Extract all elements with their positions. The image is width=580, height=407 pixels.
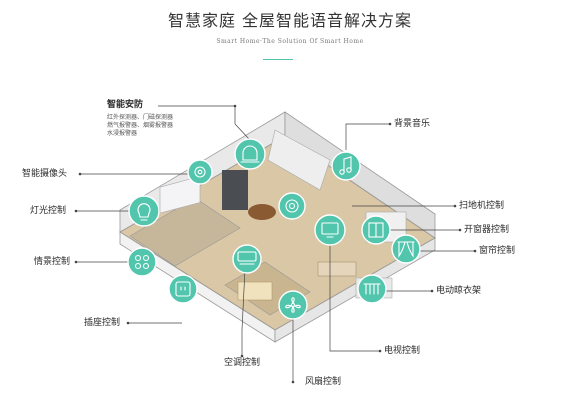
security-detail-line: 红外探测器、门磁探测器 bbox=[107, 114, 174, 121]
house-front-wall-right bbox=[274, 237, 436, 343]
bed bbox=[159, 176, 201, 214]
security-icon bbox=[234, 138, 266, 170]
fan-icon bbox=[278, 290, 308, 320]
dining-table bbox=[248, 204, 276, 220]
light-icon bbox=[128, 195, 160, 227]
scene-icon bbox=[127, 247, 157, 277]
leader-music bbox=[345, 123, 390, 150]
socket-icon bbox=[168, 274, 198, 304]
label-hanger: 电动晾衣架 bbox=[436, 286, 482, 296]
label-fan: 风扇控制 bbox=[305, 377, 342, 387]
label-scene: 情景控制 bbox=[34, 257, 71, 267]
aircon-icon bbox=[232, 244, 262, 274]
kitchen-wall bbox=[222, 170, 248, 210]
sofa bbox=[317, 261, 357, 277]
label-music: 背景音乐 bbox=[394, 119, 431, 129]
leader-aircon bbox=[241, 268, 246, 356]
label-sweeper: 扫地机控制 bbox=[459, 201, 505, 211]
label-socket: 插座控制 bbox=[84, 318, 121, 328]
tv-icon bbox=[314, 214, 346, 246]
label-tv: 电视控制 bbox=[384, 346, 421, 356]
security-detail-line: 水浸报警器 bbox=[107, 130, 138, 137]
page-subtitle: Smart Home·The Solution Of Smart Home bbox=[216, 38, 364, 45]
leader-tv bbox=[329, 245, 380, 352]
hanger-icon bbox=[357, 274, 387, 304]
page-title: 智慧家庭 全屋智能语音解决方案 bbox=[167, 11, 413, 30]
leader-security bbox=[158, 105, 251, 141]
bedroom-floor bbox=[129, 197, 241, 267]
curtain-icon bbox=[391, 234, 421, 264]
label-light: 灯光控制 bbox=[30, 206, 67, 216]
bathroom-floor bbox=[267, 129, 331, 191]
label-aircon: 空调控制 bbox=[224, 358, 261, 368]
lower-bed bbox=[237, 281, 273, 301]
security-details: 红外探测器、门磁探测器 燃气报警器、烟雾报警器 水浸报警器 bbox=[107, 114, 173, 138]
dining-icon bbox=[278, 192, 306, 220]
label-window: 开窗器控制 bbox=[464, 225, 510, 235]
title-accent-bar bbox=[263, 59, 293, 60]
label-security: 智能安防 bbox=[107, 100, 144, 110]
camera-icon bbox=[187, 159, 213, 185]
music-icon bbox=[331, 151, 361, 181]
house-back-wall-right bbox=[284, 111, 436, 239]
security-detail-line: 燃气报警器、烟雾报警器 bbox=[107, 122, 174, 129]
label-camera: 智能摄像头 bbox=[22, 169, 68, 179]
label-curtain: 窗帘控制 bbox=[479, 246, 516, 256]
